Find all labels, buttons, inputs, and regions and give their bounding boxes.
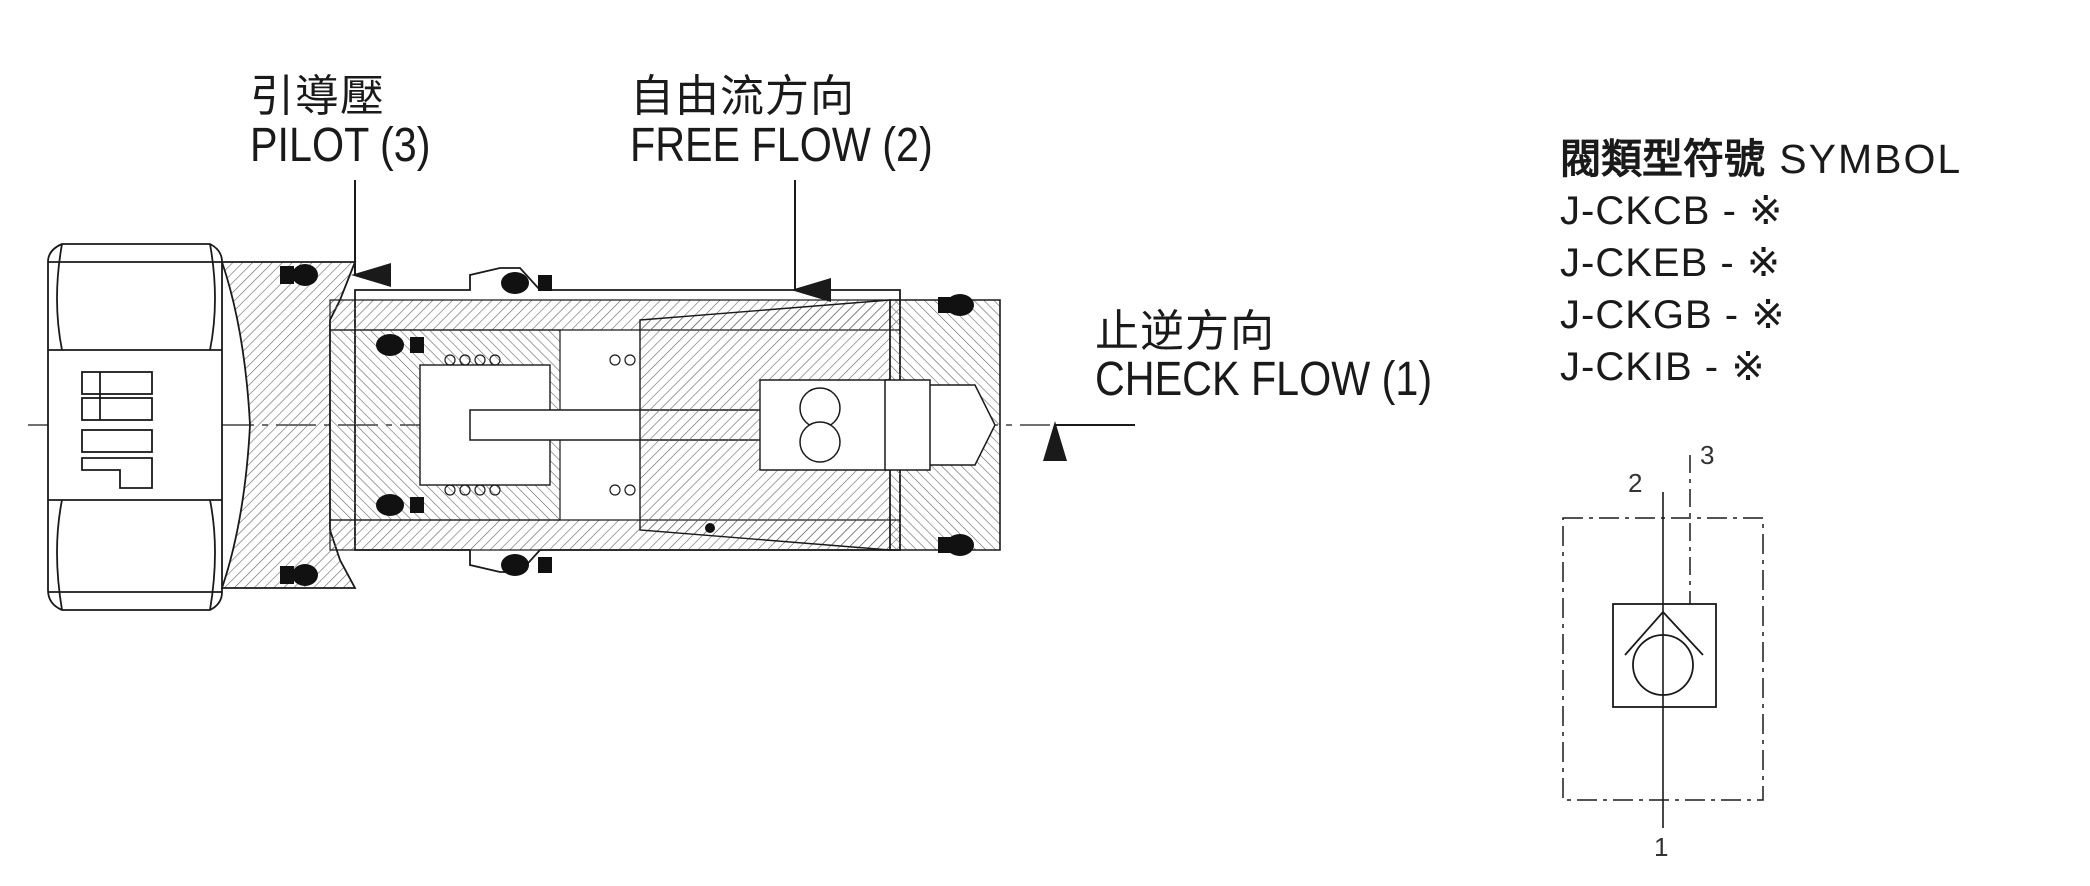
model-code-3: J-CKGB - ※ <box>1560 293 1786 337</box>
pilot-label-cn: 引導壓 <box>250 71 385 122</box>
free-flow-label-en: FREE FLOW (2) <box>630 119 933 172</box>
check-flow-label-cn: 止逆方向 <box>1095 306 1275 357</box>
hydraulic-symbol <box>1562 455 1764 828</box>
hex-nut <box>47 243 223 611</box>
valve-body <box>220 261 1001 589</box>
model-code-2: J-CKEB - ※ <box>1560 241 1782 285</box>
symbol-title-en: SYMBOL <box>1779 136 1963 182</box>
symbol-title-cn: 閥類型符號 <box>1560 135 1765 183</box>
port-label-3: 3 <box>1700 440 1715 470</box>
port-label-2: 2 <box>1628 468 1643 498</box>
model-code-4: J-CKIB - ※ <box>1560 345 1766 389</box>
spring-coils <box>444 354 636 496</box>
port-label-1: 1 <box>1654 832 1669 862</box>
free-flow-label-cn: 自由流方向 <box>630 71 855 122</box>
model-code-1: J-CKCB - ※ <box>1560 189 1784 233</box>
pilot-label-en: PILOT (3) <box>250 119 431 172</box>
logo-mark <box>81 371 153 489</box>
symbol-title: 閥類型符號 SYMBOL <box>1560 125 1962 185</box>
o-rings <box>280 264 974 586</box>
check-flow-label-en: CHECK FLOW (1) <box>1095 353 1433 406</box>
